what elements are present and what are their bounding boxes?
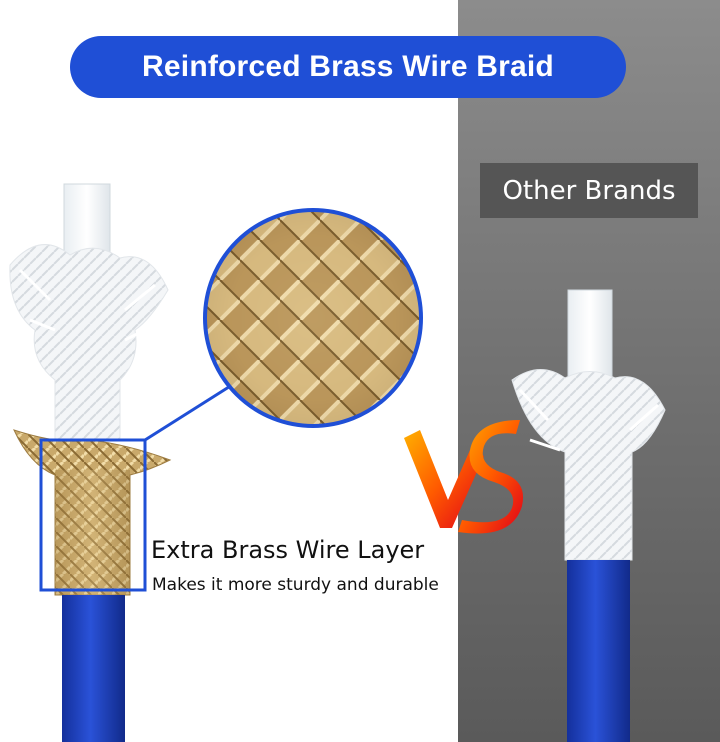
other-brand-hose	[511, 289, 666, 742]
brass-layer-highlight-box	[39, 438, 147, 592]
brass-braid-zoom-circle	[203, 208, 423, 428]
brass-layer-subtext: Makes it more sturdy and durable	[152, 575, 439, 595]
brass-layer-heading: Extra Brass Wire Layer	[151, 536, 425, 564]
reinforced-hose	[9, 183, 172, 742]
other-brands-label: Other Brands	[480, 163, 698, 218]
page-title: Reinforced Brass Wire Braid	[70, 36, 626, 98]
callout-connector-line	[144, 383, 233, 442]
vs-graphic	[404, 420, 524, 534]
